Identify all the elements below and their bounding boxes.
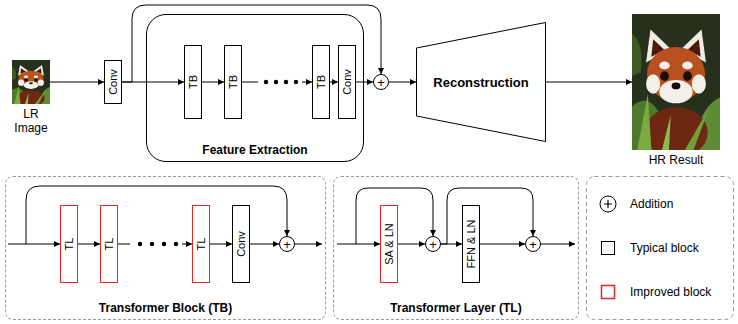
- block-label: TB: [187, 75, 199, 89]
- ellipsis-dots: [130, 238, 182, 250]
- output-wire: [541, 244, 575, 245]
- block-label: TL: [63, 238, 75, 251]
- connector-arrow: [50, 82, 104, 83]
- block-box: TB: [224, 45, 242, 119]
- input-wire: [8, 244, 60, 245]
- connector-arrow: [356, 82, 373, 83]
- block-label: SA & LN: [383, 223, 395, 265]
- addition-sign: +: [429, 238, 437, 251]
- addition-circle: +: [525, 236, 541, 252]
- feature-extraction-group: Feature Extraction TB TB TB Conv: [146, 14, 364, 162]
- image-caption: HR Result: [632, 153, 720, 167]
- ellipsis-dots: [258, 76, 302, 88]
- connector-arrow: [330, 82, 338, 83]
- image-node: LR Image: [12, 60, 50, 104]
- improved-block-sample: [602, 286, 615, 299]
- addition-sign: +: [377, 76, 385, 89]
- block-box: Conv: [232, 205, 250, 283]
- block-label: Conv: [235, 231, 247, 257]
- legend-panel: [587, 177, 734, 320]
- connector-arrow: [389, 82, 416, 83]
- legend-swatch: [598, 194, 618, 214]
- addition-symbol: [600, 196, 616, 212]
- legend-text: Addition: [630, 196, 673, 212]
- block-label: Conv: [107, 69, 119, 95]
- improved-block-box: TL: [60, 205, 78, 283]
- block-box: FFN & LN: [462, 205, 480, 283]
- legend-swatch: [598, 238, 618, 258]
- block-box: Conv: [338, 45, 356, 119]
- panel-title: Transformer Layer (TL): [334, 301, 578, 315]
- addition-circle: +: [425, 236, 441, 252]
- improved-block-box: TL: [100, 205, 118, 283]
- lr-image-picture: [12, 60, 50, 107]
- addition-sign: +: [529, 238, 537, 251]
- improved-block-box: TL: [192, 205, 210, 283]
- block-label: Conv: [341, 69, 353, 95]
- block-label: TB: [315, 75, 327, 89]
- block-box: TB: [312, 45, 330, 119]
- block-label: TL: [103, 238, 115, 251]
- reconstruction-trapezoid: Reconstruction: [416, 22, 546, 142]
- trapezoid-shape: [417, 23, 546, 142]
- block-box: TB: [184, 45, 202, 119]
- block-label: FFN & LN: [465, 220, 477, 269]
- image-node: HR Result: [632, 14, 720, 150]
- typical-block-sample: [602, 242, 615, 255]
- block-box: Conv: [104, 60, 122, 104]
- image-caption: LR Image: [12, 107, 50, 135]
- legend-swatch: [598, 282, 618, 302]
- addition-circle: +: [373, 74, 389, 90]
- addition-circle: +: [279, 236, 295, 252]
- connector-arrow: [398, 244, 425, 245]
- connector-arrow: [210, 244, 232, 245]
- legend-text: Typical block: [630, 240, 699, 256]
- group-title: Feature Extraction: [147, 143, 363, 157]
- block-label: TL: [195, 238, 207, 251]
- connector-arrow: [441, 188, 533, 244]
- connector-arrow: [250, 244, 279, 245]
- input-wire: [337, 244, 380, 245]
- output-wire: [295, 244, 322, 245]
- improved-block-box: SA & LN: [380, 205, 398, 283]
- connector-arrow: [202, 82, 224, 83]
- dashed-panel: Transformer Layer (TL) SA & LN + FFN & LN +: [333, 176, 579, 320]
- addition-sign: +: [283, 238, 291, 251]
- legend-text: Improved block: [630, 284, 711, 300]
- connector-arrow: [480, 244, 525, 245]
- connector-arrow: [78, 244, 100, 245]
- panel-title: Transformer Block (TB): [6, 301, 325, 315]
- connector-arrow: [546, 82, 632, 83]
- panel-wires: [8, 186, 575, 244]
- block-label: Reconstruction: [433, 75, 528, 90]
- hr-image-picture: [632, 14, 720, 158]
- plus-sign: [604, 200, 612, 208]
- dashed-panel: Transformer Block (TB) TL TL TL Conv +: [5, 176, 326, 320]
- block-label: TB: [227, 75, 239, 89]
